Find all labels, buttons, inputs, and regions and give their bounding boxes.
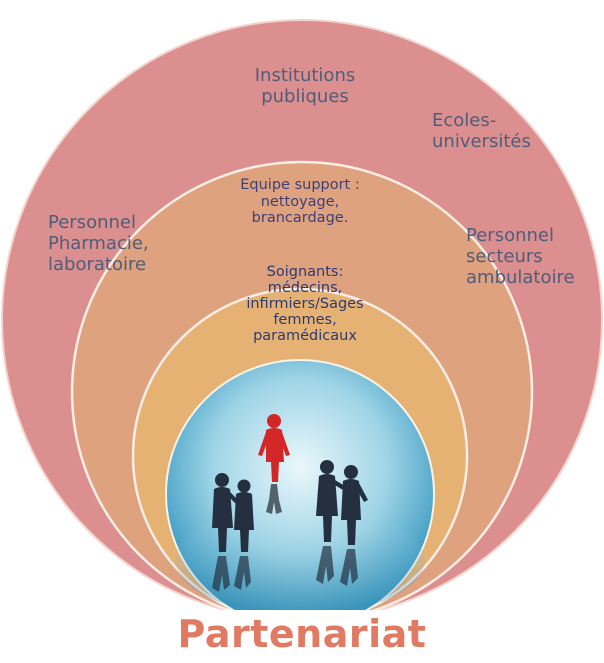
- people-right-group-icon: [316, 460, 368, 586]
- label-equipe-support: Equipe support : nettoyage, brancardage.: [240, 177, 360, 227]
- label-personnel-pharmacie: Personnel Pharmacie, laboratoire: [48, 212, 149, 276]
- concentric-circles: [1, 19, 603, 629]
- label-institutions-publiques: Institutions publiques: [254, 65, 356, 108]
- label-personnel-ambulatoire: Personnel secteurs ambulatoire: [466, 225, 575, 289]
- people-left-group-icon: [212, 473, 254, 592]
- label-soignants: Soignants: médecins, infirmiers/Sages fe…: [246, 264, 364, 344]
- stakeholder-circles-diagram: Institutions publiques Ecoles- universit…: [1, 19, 603, 629]
- red-person-icon: [258, 414, 290, 482]
- diagram-title: Partenariat: [177, 612, 427, 656]
- label-ecoles-universites: Ecoles- universités: [432, 110, 531, 153]
